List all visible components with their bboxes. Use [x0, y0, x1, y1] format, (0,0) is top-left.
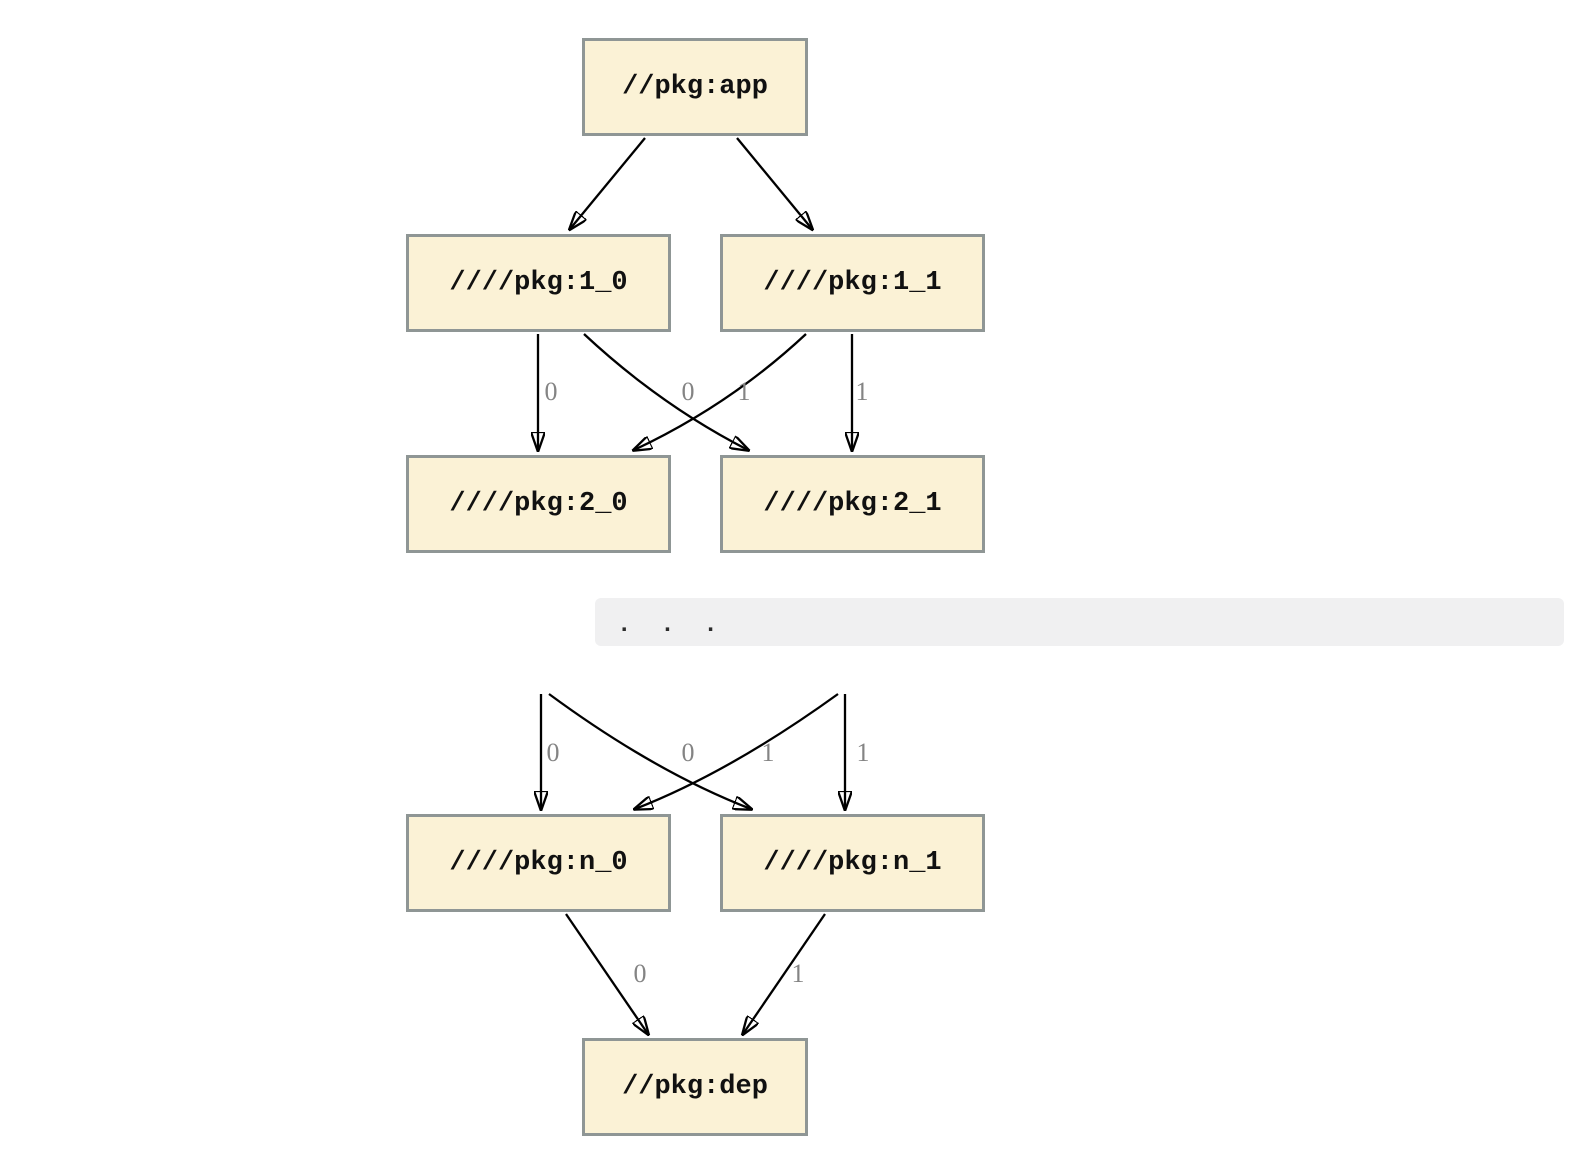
node-pkg-n_1: ////pkg:n_1 [720, 814, 985, 912]
node-pkg-1_0: ////pkg:1_0 [406, 234, 671, 332]
edge-label-hidden-n_0-left: 0 [546, 738, 560, 767]
edge-hidden-right-to-n_0 [635, 693, 839, 809]
edge-label-hidden-n_1-right: 1 [856, 738, 870, 767]
edge-label-1_1-2_1: 1 [855, 377, 869, 406]
node-pkg-1_0-label: ////pkg:1_0 [449, 268, 628, 298]
edge-label-hidden-n_1-mid: 1 [761, 738, 775, 767]
edge-1_0-to-2_1 [583, 333, 748, 450]
edge-label-n_0-dep: 0 [633, 959, 647, 988]
edge-app-to-1_0 [570, 137, 646, 229]
edge-app-to-1_1 [736, 137, 812, 229]
edge-label-n_1-dep: 1 [791, 959, 805, 988]
node-pkg-dep-label: //pkg:dep [622, 1072, 768, 1102]
node-pkg-n_0: ////pkg:n_0 [406, 814, 671, 912]
node-pkg-dep: //pkg:dep [582, 1038, 808, 1136]
node-pkg-app-label: //pkg:app [622, 72, 768, 102]
ellipsis-text: . . . [617, 611, 718, 639]
node-pkg-1_1: ////pkg:1_1 [720, 234, 985, 332]
node-pkg-2_1-label: ////pkg:2_1 [763, 489, 942, 519]
edge-label-1_1-2_0: 0 [681, 377, 695, 406]
edge-label-hidden-n_0-mid: 0 [681, 738, 695, 767]
node-pkg-2_0-label: ////pkg:2_0 [449, 489, 628, 519]
ellipsis-bar: . . . [595, 598, 1564, 646]
edge-1_1-to-2_0 [634, 333, 807, 450]
edge-n_1-to-dep [743, 913, 826, 1034]
node-pkg-n_0-label: ////pkg:n_0 [449, 848, 628, 878]
node-pkg-2_0: ////pkg:2_0 [406, 455, 671, 553]
node-pkg-n_1-label: ////pkg:n_1 [763, 848, 942, 878]
node-pkg-1_1-label: ////pkg:1_1 [763, 268, 942, 298]
node-pkg-2_1: ////pkg:2_1 [720, 455, 985, 553]
edge-n_0-to-dep [565, 913, 648, 1034]
edge-label-1_0-2_1: 1 [737, 377, 751, 406]
edge-hidden-left-to-n_1 [548, 693, 751, 809]
edge-label-1_0-2_0: 0 [544, 377, 558, 406]
node-pkg-app: //pkg:app [582, 38, 808, 136]
